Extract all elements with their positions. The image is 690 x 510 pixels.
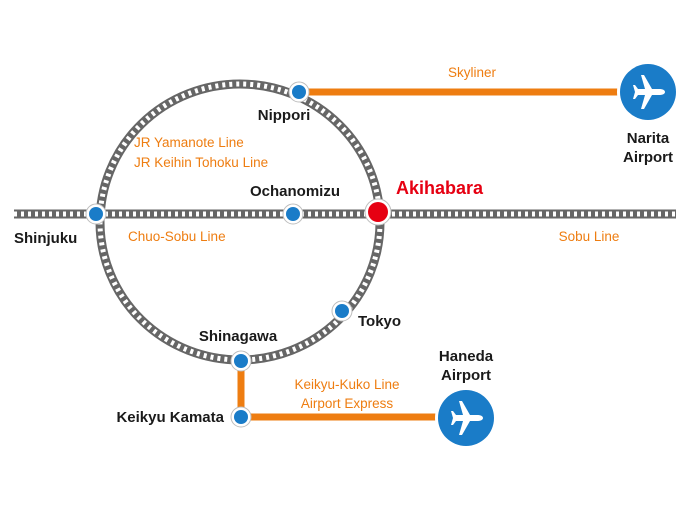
station-shinjuku-marker[interactable] (85, 203, 107, 225)
airport-express-label: Airport Express (301, 396, 394, 411)
jr-keihin-tohoku-label: JR Keihin Tohoku Line (134, 155, 268, 170)
station-akihabara-label: Akihabara (396, 178, 484, 198)
station-tokyo-marker[interactable] (331, 300, 353, 322)
chuo-sobu-label: Chuo-Sobu Line (128, 229, 226, 244)
skyliner-label: Skyliner (448, 65, 497, 80)
sobu-label: Sobu Line (559, 229, 620, 244)
station-ochanomizu-label: Ochanomizu (250, 183, 340, 200)
narita-airplane-icon[interactable] (617, 61, 679, 123)
jr-yamanote-label: JR Yamanote Line (134, 135, 244, 150)
narita-airport-label-line2: Airport (623, 149, 673, 166)
station-nippori-marker[interactable] (288, 81, 310, 103)
station-shinjuku-label: Shinjuku (14, 230, 77, 247)
haneda-airplane-icon[interactable] (435, 387, 497, 449)
station-nippori-label: Nippori (258, 107, 311, 124)
station-keikyu-kamata-marker[interactable] (230, 406, 252, 428)
haneda-airport-label-line2: Airport (441, 367, 491, 384)
haneda-airport-label-line1: Haneda (439, 348, 494, 365)
station-shinagawa-marker[interactable] (230, 350, 252, 372)
station-akihabara-marker[interactable] (364, 198, 392, 226)
station-keikyu-kamata-label: Keikyu Kamata (116, 409, 224, 426)
station-ochanomizu-marker[interactable] (282, 203, 304, 225)
station-tokyo-label: Tokyo (358, 313, 401, 330)
narita-airport-label-line1: Narita (627, 130, 670, 147)
station-shinagawa-label: Shinagawa (199, 328, 278, 345)
keikyu-kuko-label: Keikyu-Kuko Line (294, 377, 399, 392)
